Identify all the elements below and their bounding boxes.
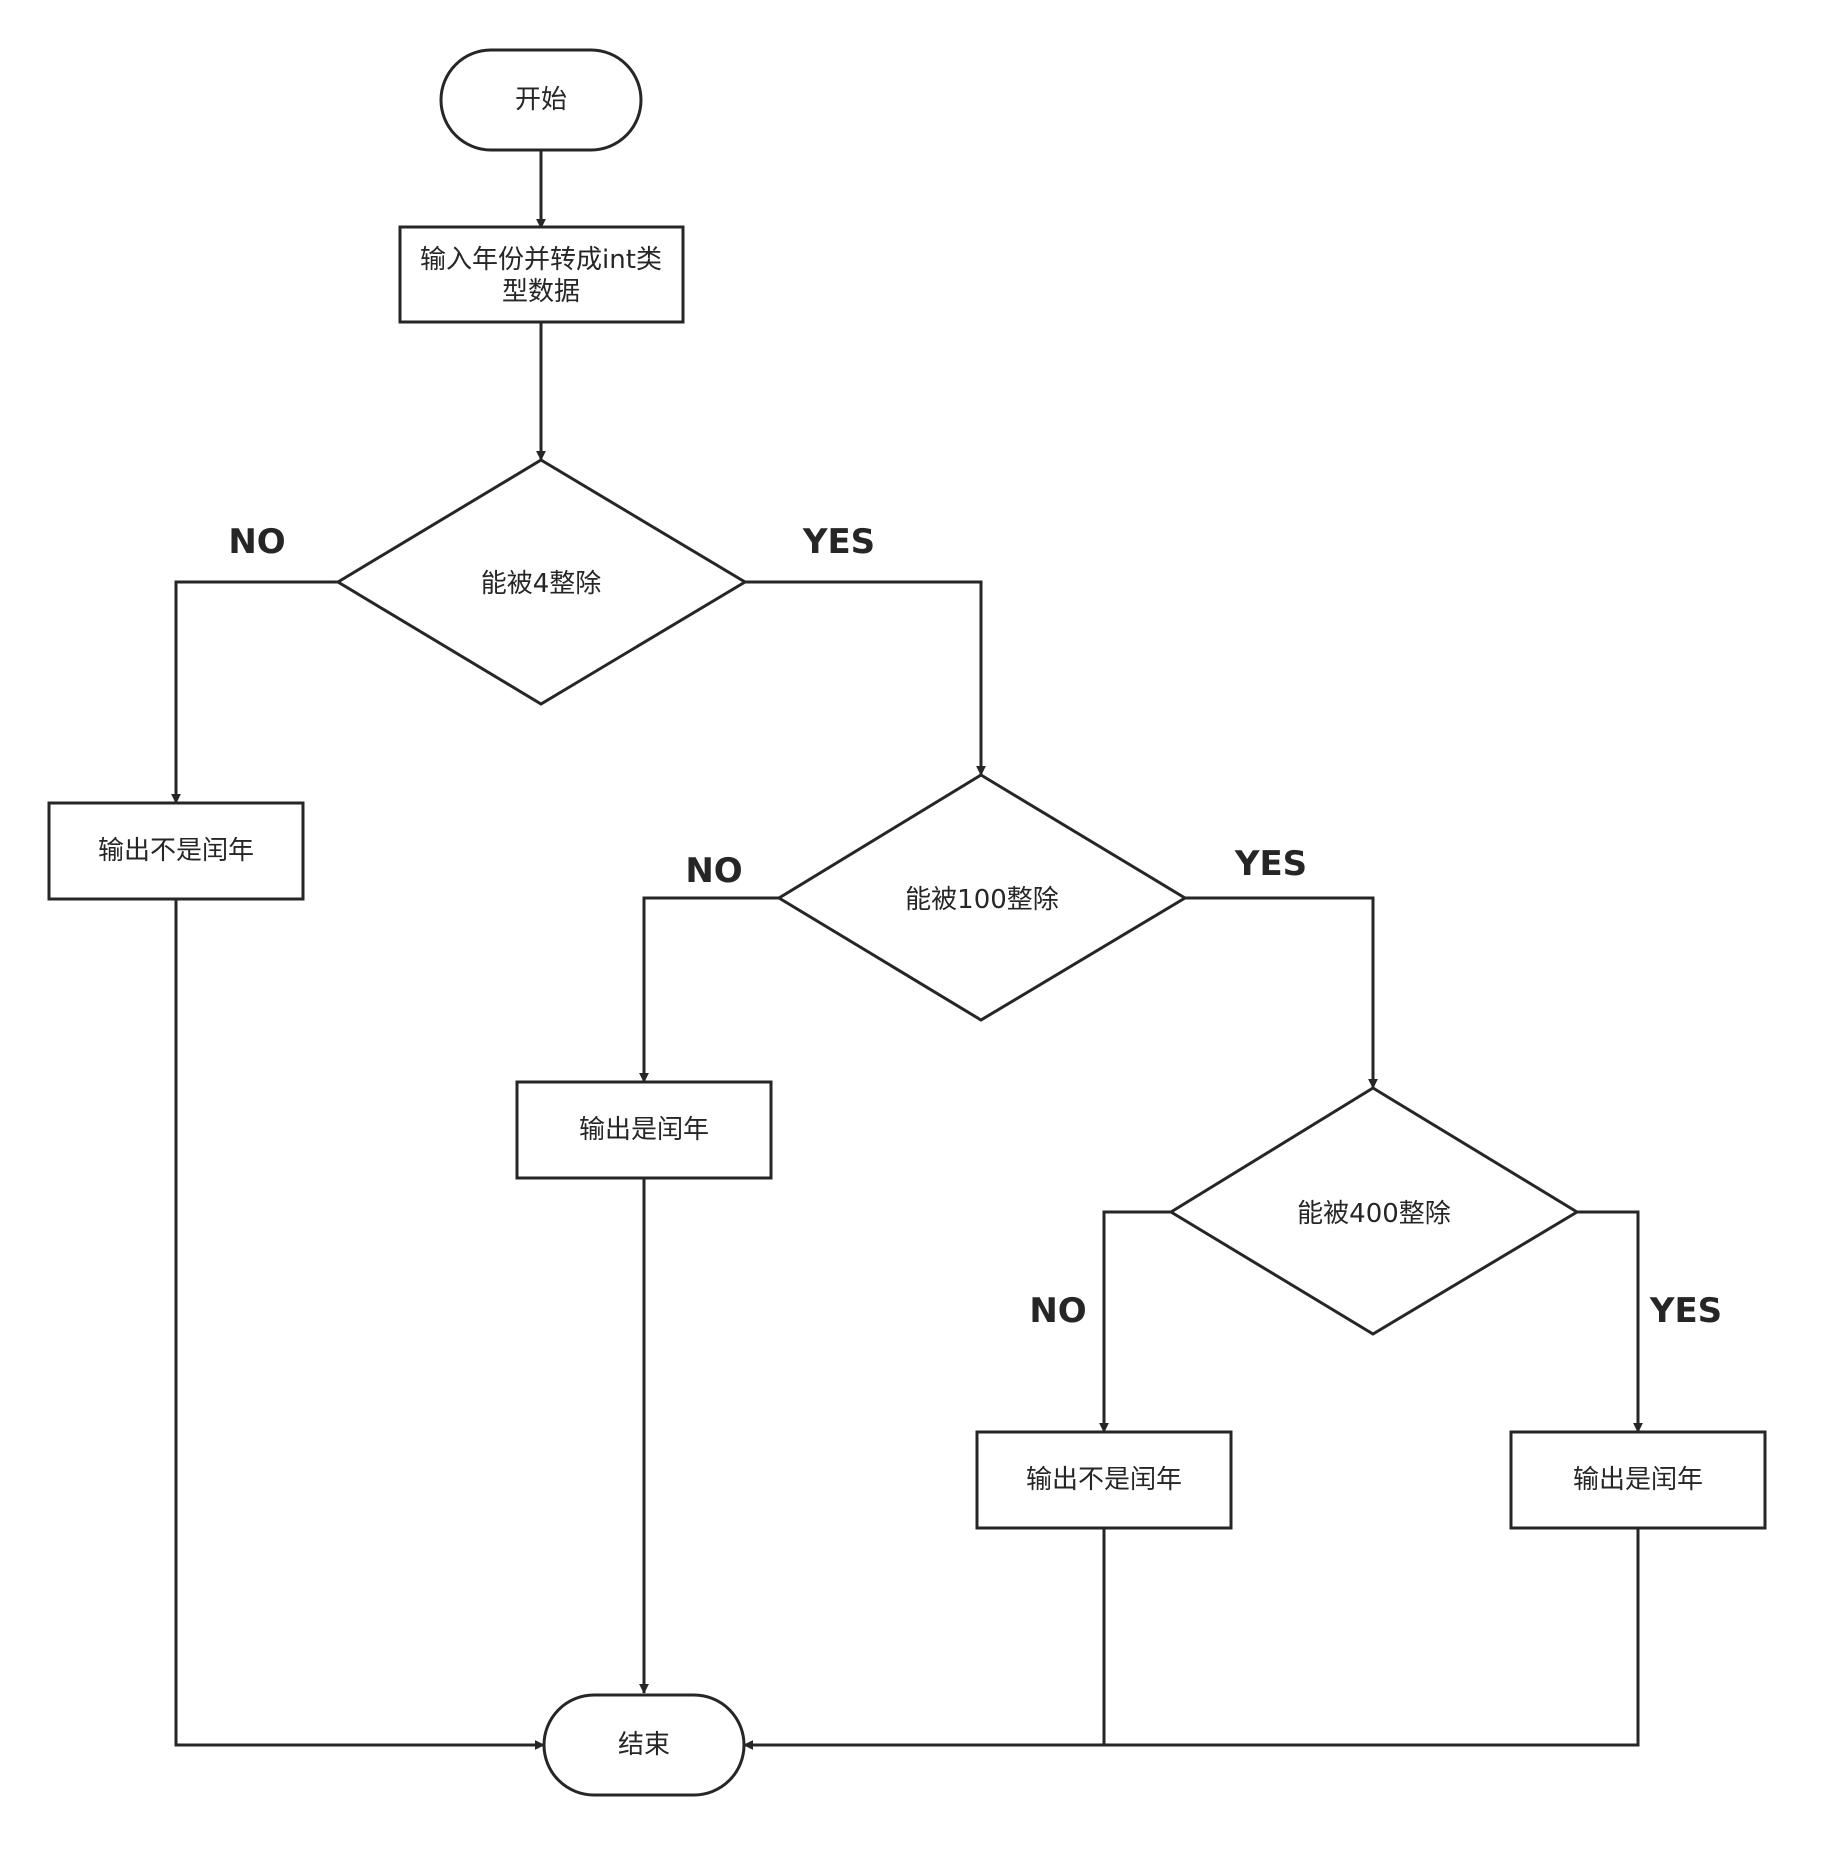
div400-yes-label: YES [1649,1291,1722,1331]
end-terminal: 结束 [542,1693,746,1797]
not-leap-output-label-1: 输出不是闰年 [98,836,254,866]
edge-div100-yes [1185,896,1378,1089]
end-label: 结束 [618,1730,670,1760]
div4-decision: 能被4整除 [335,458,748,706]
div100-no-label: NO [685,851,742,891]
edge-div4-no [171,580,338,804]
start-terminal: 开始 [439,48,643,152]
input-process-box: 输入年份并转成int类 型数据 [398,225,685,324]
div100-yes-label: YES [1234,844,1307,884]
edge-leap-2-to-end [743,1528,1640,1750]
not-leap-output-label-2: 输出不是闰年 [1026,1465,1182,1495]
edge-not-leap-1-to-end [174,899,545,1750]
div4-no-label: NO [228,522,285,562]
start-label: 开始 [515,85,567,115]
leap-output-box-1: 输出是闰年 [515,1080,773,1180]
div4-yes-label: YES [802,522,875,562]
div400-no-label: NO [1029,1291,1086,1331]
edge-div4-yes [745,580,986,776]
leap-output-label-1: 输出是闰年 [579,1115,709,1145]
edge-div100-no [639,896,779,1083]
div100-label: 能被100整除 [905,885,1059,915]
div100-decision: 能被100整除 [776,773,1188,1022]
div400-decision: 能被400整除 [1168,1086,1580,1336]
edge-div400-no [1099,1210,1171,1433]
not-leap-output-box-1: 输出不是闰年 [47,801,305,901]
leap-output-label-2: 输出是闰年 [1573,1465,1703,1495]
edge-div400-yes [1577,1210,1643,1433]
leap-output-box-2: 输出是闰年 [1509,1430,1767,1530]
div400-label: 能被400整除 [1297,1199,1451,1229]
not-leap-output-box-2: 输出不是闰年 [975,1430,1233,1530]
div4-label: 能被4整除 [481,569,602,599]
input-label-line2: 型数据 [502,277,580,307]
input-label-line1: 输入年份并转成int类 [420,245,662,275]
